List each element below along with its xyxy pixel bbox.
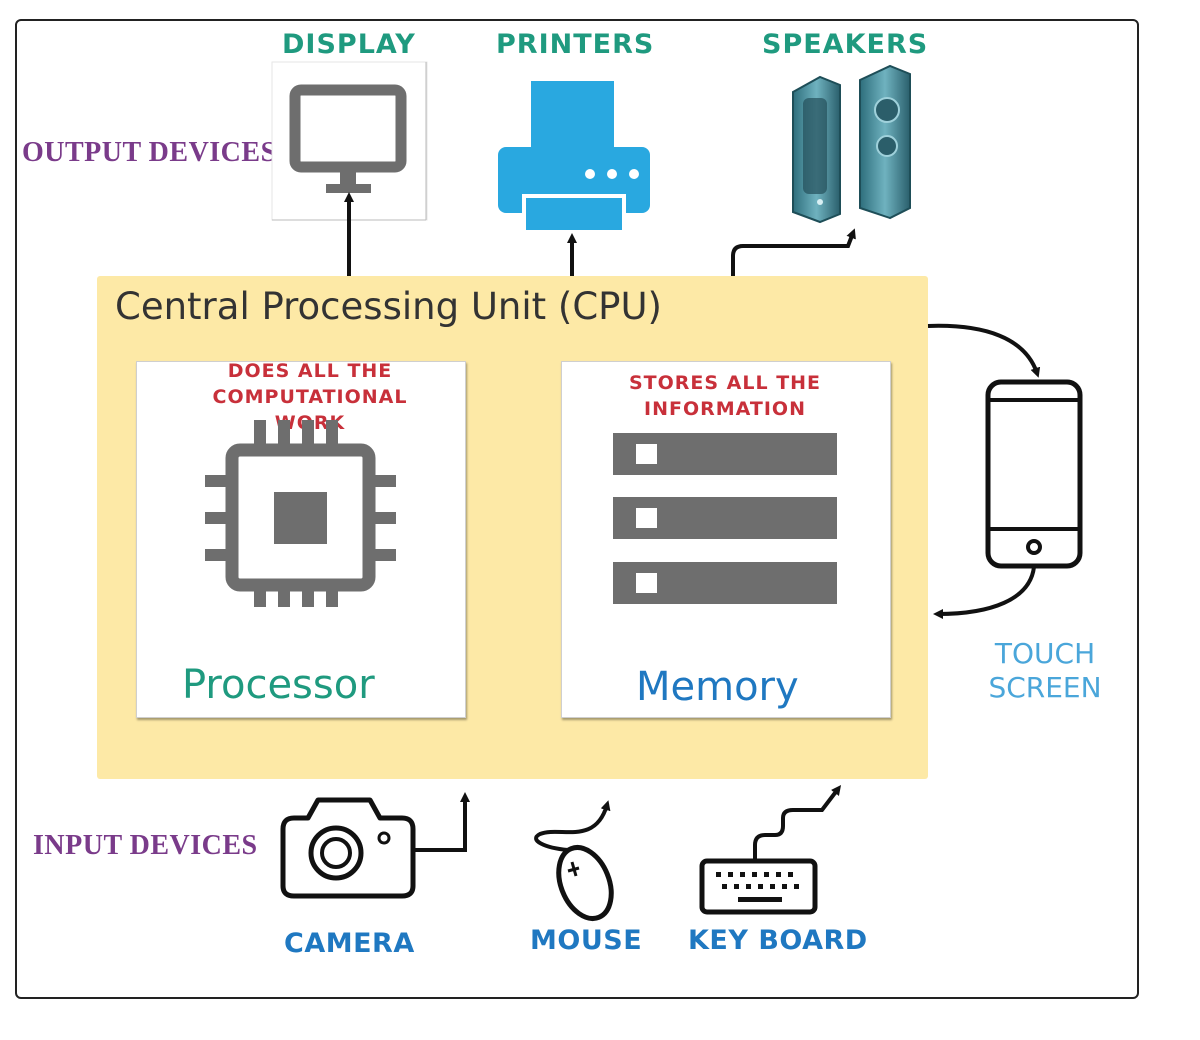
- processor-note-line2: COMPUTATIONAL: [212, 386, 408, 408]
- cpu-title: Central Processing Unit (CPU): [115, 285, 662, 328]
- arrow-from-touch-screen: [933, 566, 1036, 619]
- memory-note-line2: INFORMATION: [644, 398, 806, 420]
- input-devices-label: INPUT DEVICES: [33, 830, 258, 861]
- arrow-from-mouse: [534, 800, 611, 852]
- arrow-to-touch-screen: [927, 323, 1041, 378]
- camera-label: CAMERA: [284, 928, 415, 959]
- mouse-icon: [534, 800, 614, 921]
- processor-note-line1: DOES ALL THE: [227, 360, 393, 382]
- keyboard-icon: [699, 785, 842, 915]
- memory-icon: [613, 433, 837, 604]
- printers-label: PRINTERS: [496, 29, 655, 60]
- memory-note: STORES ALL THE INFORMATION: [575, 370, 875, 422]
- speakers-label: SPEAKERS: [762, 29, 929, 60]
- mouse-label: MOUSE: [530, 925, 643, 956]
- display-label: DISPLAY: [282, 29, 416, 60]
- processor-title: Processor: [182, 662, 375, 708]
- printer-icon: [498, 81, 650, 234]
- touch-screen-line2: SCREEN: [988, 671, 1102, 704]
- diagram-frame: [15, 19, 1139, 999]
- memory-card: [561, 361, 891, 718]
- touch-screen-line1: TOUCH: [994, 637, 1096, 670]
- processor-chip-icon: [205, 420, 396, 607]
- arrow-from-camera: [413, 792, 470, 852]
- display-icon: [271, 61, 428, 221]
- arrow-from-keyboard: [753, 785, 842, 861]
- keyboard-label: KEY BOARD: [688, 925, 868, 956]
- touch-screen-label: TOUCH SCREEN: [975, 637, 1115, 705]
- memory-note-line1: STORES ALL THE: [628, 372, 822, 394]
- camera-icon: [280, 797, 416, 899]
- phone-icon: [985, 379, 1083, 569]
- output-devices-label: OUTPUT DEVICES: [22, 137, 277, 168]
- arrow-to-speakers: [731, 228, 856, 276]
- memory-title: Memory: [636, 664, 799, 710]
- speakers-icon: [792, 64, 911, 224]
